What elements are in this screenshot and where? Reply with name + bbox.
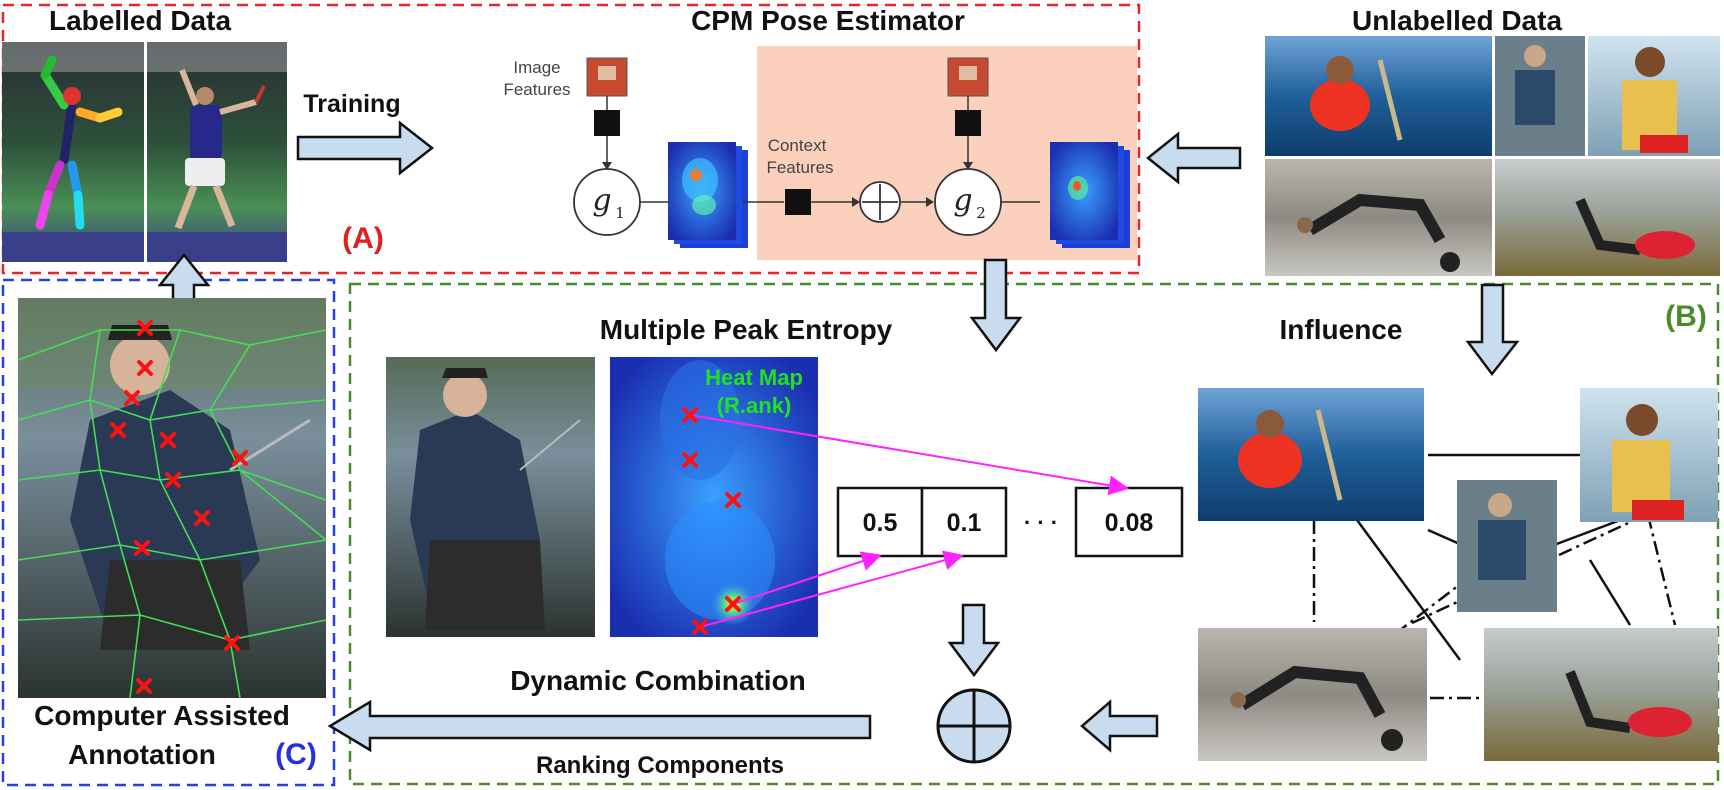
g2-subscript: 2 <box>976 204 986 222</box>
ranking-value-3: 0.08 <box>1105 509 1154 537</box>
g1-subscript: 1 <box>615 204 625 222</box>
cpm-title: CPM Pose Estimator <box>691 5 965 36</box>
joint-cross-14 <box>725 596 741 612</box>
ranking-ellipsis: · · · <box>1024 510 1058 535</box>
training-label: Training <box>303 90 400 118</box>
ranking-cell-1 <box>836 486 924 558</box>
influence-photo-sailor <box>1198 388 1424 521</box>
ranking-cell-2 <box>920 486 1008 558</box>
caa-title-line2: Annotation <box>68 739 216 770</box>
unlabelled-data-title: Unlabelled Data <box>1352 5 1562 36</box>
cpm-stage-2: Context Features g 2 <box>742 57 1130 248</box>
training-arrow <box>296 120 435 176</box>
joint-markers <box>110 320 741 694</box>
ranking-to-combination-arrow <box>947 603 1001 678</box>
conv-block-context <box>785 189 811 215</box>
heat-to-ranking-links <box>689 414 1129 628</box>
combination-node <box>936 688 1012 764</box>
joint-cross-3 <box>110 422 126 438</box>
ranking-value-2: 0.1 <box>947 509 982 537</box>
mpe-title: Multiple Peak Entropy <box>600 314 893 345</box>
g1-symbol: g <box>592 183 611 218</box>
influence-title: Influence <box>1280 314 1403 345</box>
joint-cross-4 <box>160 432 176 448</box>
unlabelled-photo-grass <box>1495 159 1720 276</box>
combination-to-annotation-arrow <box>327 699 872 753</box>
labelled-data-title: Labelled Data <box>49 5 231 36</box>
joint-cross-10 <box>136 678 152 694</box>
joint-cross-15 <box>692 619 708 635</box>
joint-cross-11 <box>682 407 698 423</box>
conv-block-1 <box>594 110 620 136</box>
heat-map-panel: Heat Map (R.ank) <box>610 357 818 637</box>
annotated-fisher-photo <box>17 298 327 699</box>
tag-a: (A) <box>342 222 384 255</box>
ranking-value-1: 0.5 <box>863 509 898 537</box>
influence-photo-grass <box>1484 628 1718 761</box>
joint-cross-6 <box>165 472 181 488</box>
ranking-cell-3 <box>1074 486 1184 558</box>
joint-cross-9 <box>224 635 240 651</box>
joint-cross-0 <box>137 320 153 336</box>
section-b-box <box>348 282 1720 786</box>
influence-photo-fisher <box>1457 480 1557 612</box>
context-features-label-2: Features <box>766 158 833 177</box>
ranking-table: 0.5 0.1 0.08 · · · <box>836 486 1184 558</box>
tag-b: (B) <box>1665 300 1707 333</box>
unlabelled-photo-fisher <box>1495 36 1585 156</box>
caa-title-line1: Computer Assisted <box>34 700 290 731</box>
ranking-components-label: Ranking Components <box>536 752 784 779</box>
labelled-photo-1 <box>2 42 144 262</box>
influence-photo-chef <box>1580 388 1718 522</box>
joint-cross-5 <box>232 450 248 466</box>
joint-cross-2 <box>124 390 140 406</box>
influence-to-combination-arrow <box>1080 699 1159 753</box>
heat-map-label-1: Heat Map <box>705 365 803 390</box>
unlabelled-to-influence-arrow <box>1465 283 1520 377</box>
dynamic-combination-title: Dynamic Combination <box>510 665 806 696</box>
belief-maps-1 <box>668 142 748 248</box>
joint-cross-1 <box>137 360 153 376</box>
joint-cross-12 <box>682 452 698 468</box>
context-features-label-1: Context <box>768 136 827 155</box>
tag-c: (C) <box>275 738 317 771</box>
unlabelled-photo-chef <box>1588 36 1720 156</box>
cpm-to-mpe-arrow <box>969 258 1023 353</box>
influence-photo-exercise <box>1198 628 1427 761</box>
unlabelled-photo-exercise <box>1265 159 1492 276</box>
g2-symbol: g <box>953 183 972 218</box>
belief-maps-2 <box>1050 142 1130 248</box>
cpm-stage-1: Image Features g 1 <box>503 57 748 248</box>
heat-map-label-2: (R.ank) <box>717 393 792 418</box>
mpe-fisher-photo <box>386 357 595 637</box>
joint-cross-7 <box>194 510 210 526</box>
joint-cross-8 <box>134 540 150 556</box>
joint-cross-13 <box>725 492 741 508</box>
conv-block-2 <box>955 110 981 136</box>
image-features-label-1: Image <box>513 58 560 77</box>
labelled-photo-2 <box>147 42 287 262</box>
unlabelled-to-cpm-arrow <box>1145 131 1242 185</box>
image-features-label-2: Features <box>503 80 570 99</box>
unlabelled-photo-sailor <box>1265 36 1492 156</box>
